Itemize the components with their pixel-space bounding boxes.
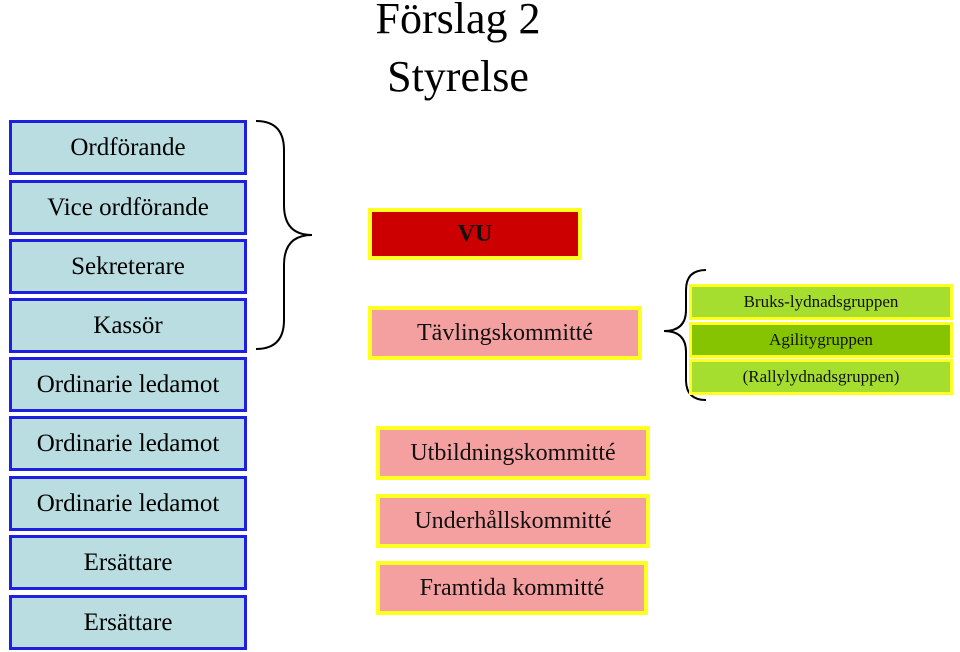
diagram-title-line2: Styrelse: [387, 52, 529, 101]
role-box-vice-chair: Vice ordförande: [9, 180, 247, 235]
role-label: Kassör: [93, 311, 163, 339]
vu-label: VU: [457, 220, 493, 247]
brace-committee-to-groups: [663, 269, 707, 401]
role-label: Ersättare: [83, 548, 173, 576]
role-box-treasurer: Kassör: [9, 298, 247, 353]
role-box-deputy-2: Ersättare: [9, 595, 247, 650]
group-box-agility: Agilitygruppen: [689, 322, 953, 358]
role-label: Vice ordförande: [47, 193, 209, 221]
group-box-obedience: Bruks-lydnadsgruppen: [689, 284, 953, 320]
role-label: Ersättare: [83, 608, 173, 636]
group-label: Bruks-lydnadsgruppen: [743, 292, 899, 311]
committee-box-competition: Tävlingskommitté: [368, 306, 642, 360]
role-box-member-3: Ordinarie ledamot: [9, 476, 247, 531]
role-label: Ordinarie ledamot: [36, 429, 220, 457]
committee-box-future: Framtida kommitté: [376, 561, 648, 615]
brace-board-to-vu: [255, 120, 313, 350]
group-label: Agilitygruppen: [769, 330, 873, 349]
committee-label: Utbildningskommitté: [410, 439, 616, 466]
role-label: Ordinarie ledamot: [36, 370, 220, 398]
committee-label: Underhållskommitté: [414, 507, 612, 534]
role-box-secretary: Sekreterare: [9, 239, 247, 294]
group-label: (Rallylydnadsgruppen): [742, 367, 900, 386]
role-box-deputy-1: Ersättare: [9, 535, 247, 590]
role-box-member-2: Ordinarie ledamot: [9, 416, 247, 471]
role-box-chair: Ordförande: [9, 120, 247, 175]
committee-label: Framtida kommitté: [419, 574, 605, 601]
role-label: Ordinarie ledamot: [36, 489, 220, 517]
role-label: Sekreterare: [71, 252, 185, 280]
group-box-rally: (Rallylydnadsgruppen): [689, 359, 953, 395]
role-box-member-1: Ordinarie ledamot: [9, 357, 247, 412]
vu-box: VU: [368, 208, 582, 260]
committee-box-education: Utbildningskommitté: [376, 426, 650, 480]
committee-box-maintenance: Underhållskommitté: [376, 494, 650, 548]
role-label: Ordförande: [70, 133, 186, 161]
committee-label: Tävlingskommitté: [417, 319, 593, 346]
diagram-title-line1: Förslag 2: [375, 0, 541, 43]
